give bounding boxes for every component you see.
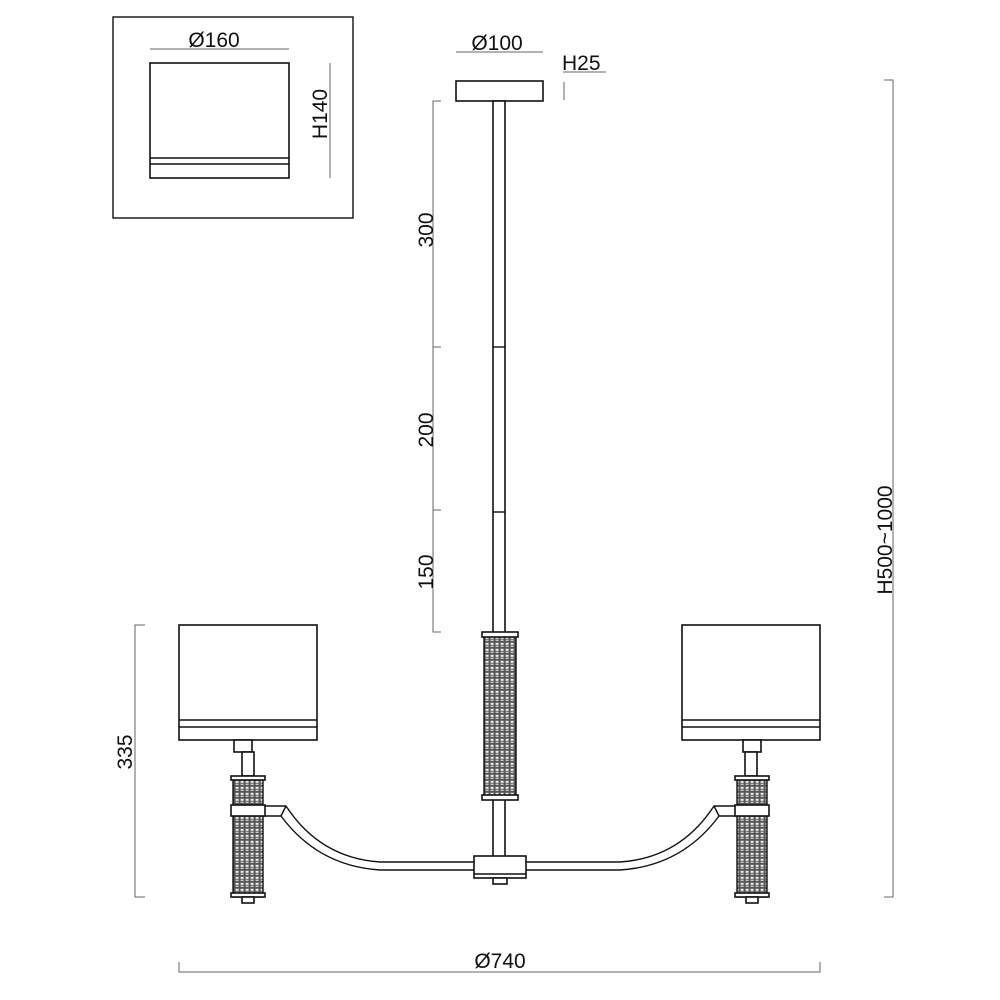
shade-diameter-label: Ø160 <box>188 29 239 52</box>
total-height-label: H500~1000 <box>874 485 897 594</box>
right-lamp <box>681 624 821 904</box>
overall-dimensions: 335 H500~1000 Ø740 <box>114 79 897 973</box>
rod-200-label: 200 <box>415 412 438 447</box>
rod-150-label: 150 <box>415 554 438 589</box>
arm-height-label: 335 <box>114 734 137 769</box>
rod-300-label: 300 <box>415 212 438 247</box>
shade-detail-inset: Ø160 H140 <box>112 16 354 219</box>
shade-height-label: H140 <box>309 89 332 139</box>
central-sleeve <box>481 631 519 801</box>
left-lamp <box>178 624 318 904</box>
canopy-height-label: H25 <box>562 52 601 75</box>
canopy: Ø100 H25 <box>455 32 606 102</box>
arms <box>264 805 736 885</box>
total-diameter-label: Ø740 <box>474 950 525 973</box>
canopy-diameter-label: Ø100 <box>471 32 522 55</box>
